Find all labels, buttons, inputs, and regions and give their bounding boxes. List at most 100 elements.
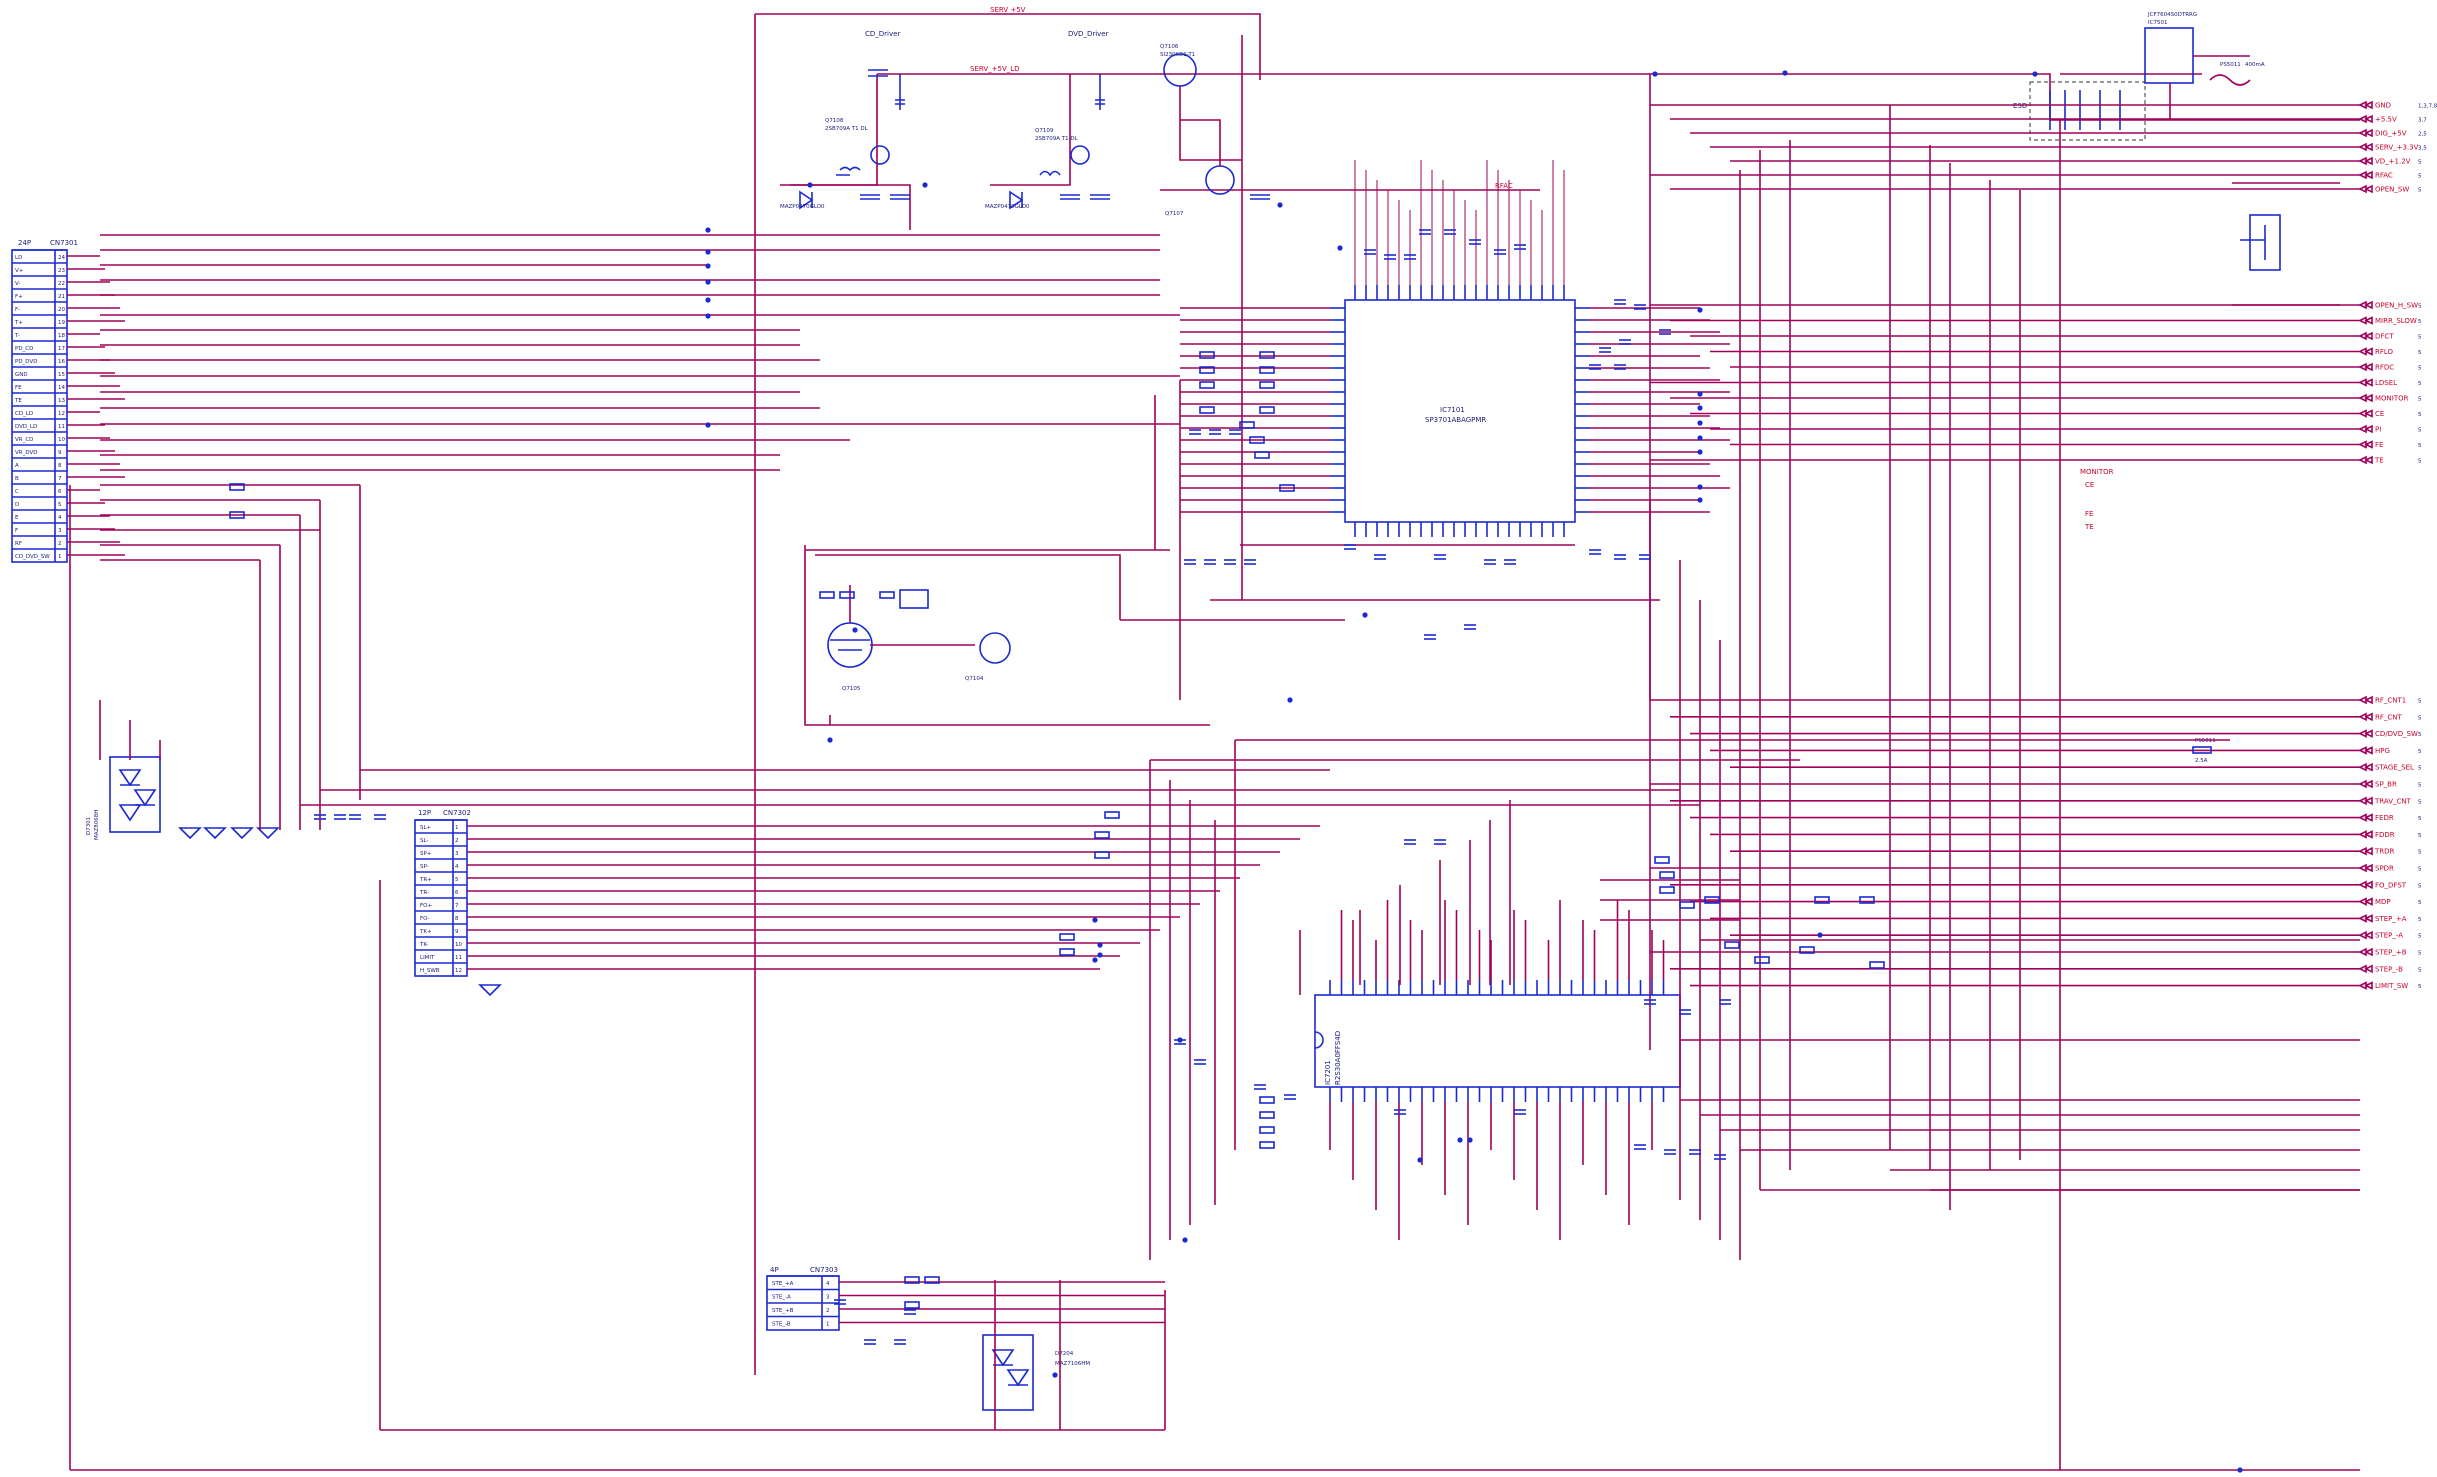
resistor: [1259, 366, 1275, 374]
cn7302-pin-num: 4: [455, 864, 459, 870]
port-label: LIMIT_SW: [2375, 982, 2408, 990]
port-ref: 5: [2418, 319, 2422, 325]
cn7301-pin-num: 3: [58, 528, 62, 534]
d7204-ref: D7204: [1055, 1351, 1074, 1357]
cn7302-pin-num: 9: [455, 929, 459, 935]
port-ref: 5: [2418, 951, 2422, 957]
cn7301-pin-label: DVD_LD: [15, 424, 37, 430]
cn7301-pin-num: 16: [58, 359, 65, 365]
resistor: [1259, 1141, 1275, 1149]
port-arrow: [2358, 114, 2373, 124]
fuse1-val: 400mA: [2245, 62, 2265, 68]
port-label: FE: [2375, 441, 2383, 449]
cn7302-ref: CN7302: [443, 809, 471, 817]
junction-dot: [1052, 1372, 1058, 1378]
junction-dot: [1287, 697, 1293, 703]
monitor-label: MONITOR: [2080, 468, 2114, 476]
port-ref: 5: [2418, 715, 2422, 721]
cn7302-pin-label: SL+: [420, 825, 432, 831]
cn7301-pin-label: F: [15, 528, 18, 534]
diode-d7204: D7204 MAZ7106HM: [982, 1334, 1090, 1411]
port-arrow: [2358, 455, 2373, 465]
port-ref: 5: [2418, 883, 2422, 889]
port-label: DIG_+5V: [2375, 130, 2407, 138]
port-label: FEDR: [2375, 814, 2394, 822]
cn7302-pin-label: TR-: [419, 890, 429, 896]
d7204-part: MAZ7106HM: [1055, 1361, 1090, 1367]
cn7301-pin-label: TE: [14, 398, 22, 404]
d7301-ref: D7301: [86, 817, 92, 835]
port-ref: 5: [2418, 850, 2422, 856]
cn7301-pin-num: 24: [58, 255, 65, 261]
cn7301-pin-label: VR_CD: [15, 437, 33, 443]
d7301-part: MAZ8068H: [94, 810, 100, 840]
junction-dot: [705, 263, 711, 269]
junction-dot: [705, 279, 711, 285]
port-ref: 5: [2418, 917, 2422, 923]
junction-dot: [1092, 917, 1098, 923]
cn7302-title: 12P: [418, 809, 431, 817]
cn7302-pin-label: FO-: [420, 916, 430, 922]
port-arrow: [2358, 184, 2373, 194]
junction-dot: [705, 313, 711, 319]
junction-dot: [705, 249, 711, 255]
resistor: [1259, 1096, 1275, 1104]
cn7303-pin-label: STE_-A: [772, 1295, 791, 1301]
port-label: RFAC: [2375, 172, 2393, 180]
resistor: [1704, 896, 1720, 904]
port-ref: 5: [2418, 412, 2422, 418]
cn7301-pin-label: V-: [15, 281, 20, 287]
port-ref: 5: [2418, 304, 2422, 310]
interconnect-wires: [69, 105, 2360, 1471]
junction-dot: [1697, 307, 1703, 313]
resistor: [1249, 436, 1265, 444]
port-arrow: [2358, 100, 2373, 110]
port-arrow: [2358, 930, 2373, 940]
ic7201-ref: IC7201: [1324, 1060, 1332, 1085]
cn7301-pin-num: 15: [58, 372, 65, 378]
cn7302-pin-num: 6: [455, 890, 459, 896]
junction-dot: [1097, 952, 1103, 958]
cn7301-pin-num: 23: [58, 268, 65, 274]
net-rfac: RFAC: [1495, 182, 1513, 190]
cn7302-pin-label: FO+: [420, 903, 432, 909]
ic7101-ref: IC7101: [1440, 406, 1465, 414]
port-label: MIRR_SLOW: [2375, 317, 2417, 325]
port-ref: 1,3,7,8: [2418, 104, 2437, 110]
cn7301-pin-num: 12: [58, 411, 65, 417]
svg-text:2SB709A T1 DL: 2SB709A T1 DL: [1035, 136, 1079, 142]
port-label: VD_+1.2V: [2375, 158, 2411, 166]
ic7201-part: R2S30A0FFS4D: [1334, 1031, 1342, 1085]
svg-text:SI2306DS-T1: SI2306DS-T1: [1160, 52, 1195, 58]
wire-segment: [815, 554, 1121, 620]
dvd-driver-circuit: MAZP0470GLO0 Q7109 2SB709A T1 DL: [985, 74, 1110, 210]
port-label: RFLO: [2375, 348, 2394, 356]
port-arrow: [2358, 863, 2373, 873]
port-arrow: [2358, 316, 2373, 325]
resistor: [1279, 484, 1295, 492]
cn7302-pin-num: 12: [455, 968, 462, 974]
port-arrow: [2358, 440, 2373, 449]
resistor: [1254, 451, 1270, 459]
cn7303-pin-num: 2: [826, 1308, 830, 1314]
port-ref: 5: [2418, 967, 2422, 973]
cn7303-pin-label: STE_+A: [772, 1281, 794, 1287]
cn7302-rows: SL+1SL-2SP+3SP-4TR+5TR-6FO+7FO-8TK+9TK-1…: [415, 819, 1320, 974]
cn7301-pin-num: 17: [58, 346, 65, 352]
resistor: [1239, 421, 1255, 429]
cn7301-pin-label: PD_CD: [15, 346, 33, 352]
port-ref: 5: [2418, 984, 2422, 990]
cn7302-pin-num: 1: [455, 825, 459, 831]
port-ref: 5: [2418, 900, 2422, 906]
port-ref: 2,5: [2418, 132, 2427, 138]
cn7301-pin-label: FE: [15, 385, 22, 391]
svg-text:MAZP0470GLO0: MAZP0470GLO0: [985, 204, 1030, 210]
resistor: [1059, 933, 1075, 941]
resistor: [1094, 831, 1110, 839]
svg-text:2SB709A T1 DL: 2SB709A T1 DL: [825, 126, 869, 132]
resistor: [1659, 886, 1675, 894]
resistor: [819, 591, 835, 599]
port-arrow: [2358, 830, 2373, 839]
